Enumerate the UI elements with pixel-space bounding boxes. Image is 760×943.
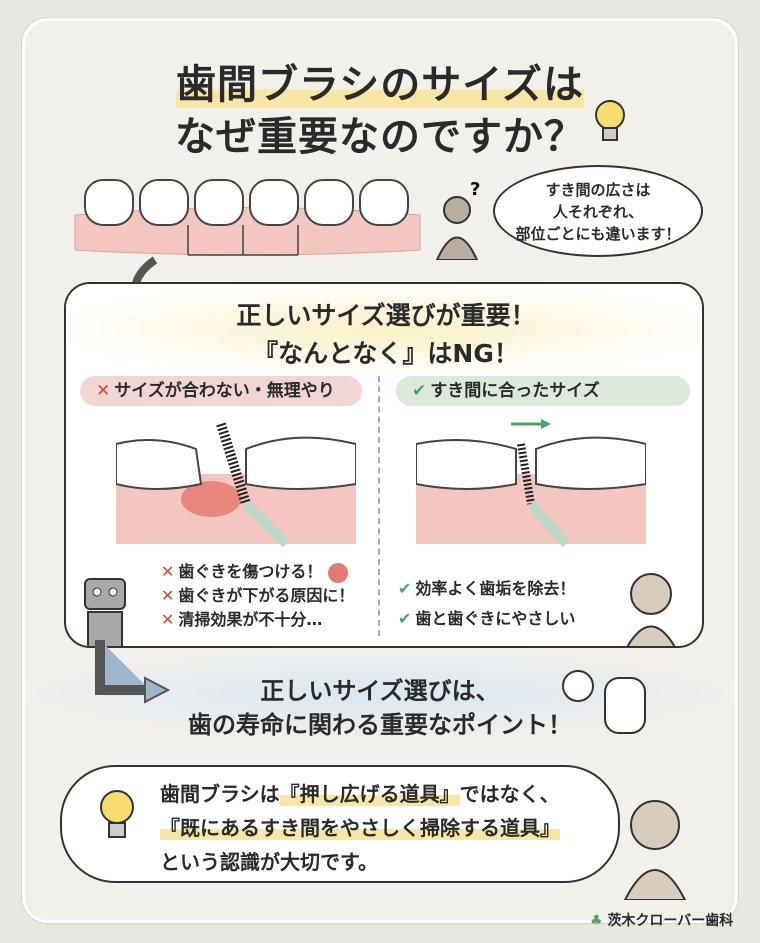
bad-effect-item: ✕清掃効果が不十分… bbox=[161, 610, 323, 629]
person-question-icon: ? bbox=[435, 180, 480, 260]
check-icon: ✔ bbox=[412, 381, 427, 401]
panel-heading-2: 『なんとなく』はNG！ bbox=[253, 339, 519, 368]
title-line-2: なぜ重要なのですか？ bbox=[175, 114, 585, 160]
size-comparison-panel: 正しいサイズ選びが重要！ 『なんとなく』はNG！ ✕サイズが合わない・無理やり … bbox=[64, 282, 704, 648]
intro-speech-bubble: すき間の広さは人それぞれ、部位ごとにも違います！ bbox=[493, 165, 703, 257]
panel-heading-1: 正しいサイズ選びが重要！ bbox=[236, 301, 536, 330]
angry-face-icon bbox=[328, 562, 348, 583]
conclusion-line-2: 歯の寿命に関わる重要なポイント！ bbox=[188, 711, 572, 739]
bad-brushing-illustration bbox=[116, 422, 356, 548]
divider bbox=[378, 376, 380, 636]
conclusion-line-1: 正しいサイズ選びは、 bbox=[260, 677, 500, 705]
thumbs-up-person-icon bbox=[626, 573, 676, 646]
svg-text:?: ? bbox=[470, 180, 480, 200]
key-message-line-3: という認識が大切です。 bbox=[160, 850, 378, 874]
good-effects-list: ✔効率よく歯垢を除去！ ✔歯と歯ぐきにやさしい bbox=[398, 574, 575, 634]
teeth-row-illustration bbox=[74, 179, 421, 256]
cross-icon: ✕ bbox=[96, 381, 111, 401]
bad-effect-item: ✕歯ぐきが下がる原因に！ bbox=[161, 586, 355, 605]
clinic-logo: ♣ 茨木クローバー歯科 bbox=[590, 913, 734, 929]
good-effect-item: ✔効率よく歯垢を除去！ bbox=[398, 579, 576, 598]
bad-size-label: ✕サイズが合わない・無理やり bbox=[80, 376, 362, 406]
smiling-person-icon bbox=[623, 800, 687, 900]
right-arrow-icon bbox=[95, 640, 171, 704]
bad-effect-item: ✕歯ぐきを傷つける！ bbox=[161, 560, 354, 584]
key-message-line-2: 『既にあるすき間をやさしく掃除する道具』 bbox=[160, 816, 560, 840]
clock-tooth-icon bbox=[562, 670, 646, 734]
robot-icon bbox=[84, 578, 126, 646]
good-effect-item: ✔歯と歯ぐきにやさしい bbox=[398, 609, 576, 628]
good-brushing-illustration bbox=[416, 419, 646, 547]
bad-effects-list: ✕歯ぐきを傷つける！ ✕歯ぐきが下がる原因に！ ✕清掃効果が不十分… bbox=[161, 560, 354, 632]
lightbulb-icon bbox=[595, 100, 625, 141]
good-size-label: ✔すき間に合ったサイズ bbox=[396, 376, 690, 406]
title-line-1: 歯間ブラシのサイズは bbox=[176, 62, 584, 108]
clover-icon: ♣ bbox=[590, 913, 603, 929]
key-message-line-1: 歯間ブラシは『押し広げる道具』ではなく、 bbox=[160, 782, 560, 806]
lightbulb-icon bbox=[100, 790, 134, 838]
